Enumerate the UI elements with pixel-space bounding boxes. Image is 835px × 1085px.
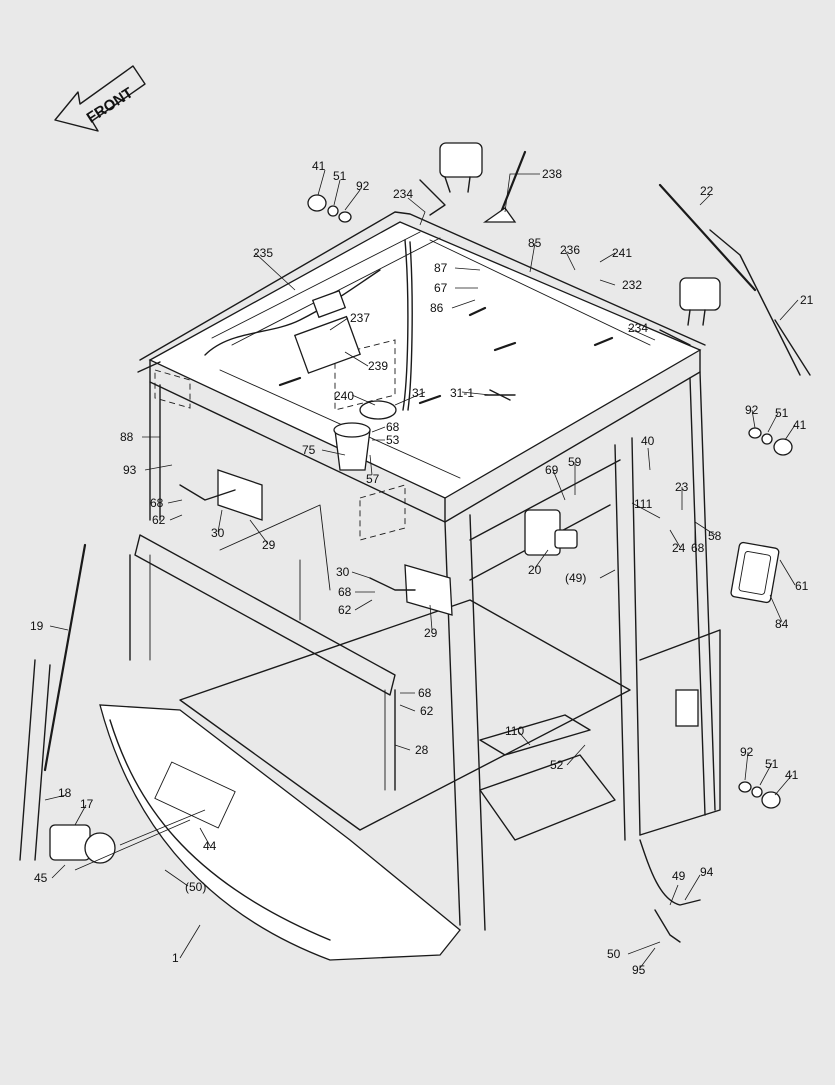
callout-92-lower: 92	[740, 745, 754, 759]
callout-41-lower: 41	[785, 768, 799, 782]
leader-lines	[44, 169, 799, 969]
callout-18: 18	[58, 786, 72, 800]
callout-41: 41	[312, 159, 326, 173]
callout-69: 69	[545, 463, 559, 477]
callout-67: 67	[434, 281, 448, 295]
callout-59: 59	[568, 455, 582, 469]
callout-44: 44	[203, 839, 217, 853]
cab-frame	[149, 371, 716, 931]
mirror-center	[369, 564, 453, 616]
antenna	[482, 150, 527, 223]
cap-set-top	[307, 194, 352, 223]
callout-52: 52	[550, 758, 564, 772]
callout-235: 235	[253, 246, 273, 260]
callout-238: 238	[542, 167, 562, 181]
work-light-left	[419, 142, 483, 216]
callout-31: 31	[412, 386, 426, 400]
callout-51-lower: 51	[765, 757, 779, 771]
callout-68-center: 68	[338, 585, 352, 599]
callout-29-left: 29	[262, 538, 276, 552]
callout-92: 92	[356, 179, 370, 193]
callout-86: 86	[430, 301, 444, 315]
callout-84: 84	[775, 617, 789, 631]
callout-20: 20	[528, 563, 542, 577]
callout-68-right: 68	[691, 541, 705, 555]
front-panel	[99, 704, 461, 961]
cab-roof	[137, 211, 706, 541]
callout-49-paren: (49)	[565, 571, 586, 585]
callout-94: 94	[700, 865, 714, 879]
callout-31-1: 31-1	[450, 386, 474, 400]
callout-57: 57	[366, 472, 380, 486]
callout-237: 237	[350, 311, 370, 325]
callout-30-center: 30	[336, 565, 350, 579]
sun-visor-shade	[129, 534, 396, 791]
callout-51: 51	[333, 169, 347, 183]
work-light-right	[659, 277, 721, 346]
callout-53: 53	[386, 433, 400, 447]
front-wiper	[19, 543, 116, 864]
callout-22: 22	[700, 184, 714, 198]
callout-17: 17	[80, 797, 94, 811]
callout-62-left: 62	[152, 513, 166, 527]
callout-50-paren: (50)	[185, 880, 206, 894]
cab-floor	[179, 599, 631, 841]
mirror-left	[179, 469, 263, 521]
cap-set-right-lower	[738, 781, 781, 809]
callout-45: 45	[34, 871, 48, 885]
callout-68-roof: 68	[386, 420, 400, 434]
callout-49: 49	[672, 869, 686, 883]
cup-holder	[333, 422, 371, 471]
callout-19: 19	[30, 619, 44, 633]
callout-30-left: 30	[211, 526, 225, 540]
callout-87: 87	[434, 261, 448, 275]
wiper-motor	[524, 509, 578, 556]
callout-68-left: 68	[150, 496, 164, 510]
callout-234-top: 234	[393, 187, 413, 201]
front-label: FRONT	[84, 84, 137, 126]
callout-28: 28	[415, 743, 429, 757]
callout-110: 110	[505, 724, 524, 738]
bottom-harness	[639, 839, 701, 943]
rear-wiper	[658, 183, 811, 376]
callout-29-center: 29	[424, 626, 438, 640]
callout-51-upper: 51	[775, 406, 789, 420]
callout-61: 61	[795, 579, 809, 593]
callout-93: 93	[123, 463, 137, 477]
callout-88: 88	[120, 430, 134, 444]
callout-62-center: 62	[338, 603, 352, 617]
callout-1: 1	[172, 951, 179, 965]
callout-241: 241	[612, 246, 632, 260]
callout-68-shade: 68	[418, 686, 432, 700]
side-handle	[730, 541, 780, 604]
callout-24: 24	[672, 541, 686, 555]
callout-92-upper: 92	[745, 403, 759, 417]
callout-labels: 238 41 51 92 234 22 235 85 236 241 87 67…	[30, 159, 814, 977]
callout-41-upper: 41	[793, 418, 807, 432]
callout-95: 95	[632, 963, 646, 977]
callout-236: 236	[560, 243, 580, 257]
callout-21: 21	[800, 293, 814, 307]
callout-58: 58	[708, 529, 722, 543]
callout-23: 23	[675, 480, 689, 494]
callout-239: 239	[368, 359, 388, 373]
callout-50: 50	[607, 947, 621, 961]
right-side-panel	[639, 629, 721, 836]
cap-set-right-upper	[748, 427, 793, 456]
callout-111: 111	[634, 497, 653, 511]
callout-62-shade: 62	[420, 704, 434, 718]
callout-75: 75	[302, 443, 316, 457]
callout-85: 85	[528, 236, 542, 250]
roof-wire-harness	[204, 239, 413, 411]
front-direction-arrow: FRONT	[54, 65, 146, 132]
callout-240: 240	[334, 389, 354, 403]
callout-232: 232	[622, 278, 642, 292]
callout-234-right: 234	[628, 321, 648, 335]
callout-40: 40	[641, 434, 655, 448]
